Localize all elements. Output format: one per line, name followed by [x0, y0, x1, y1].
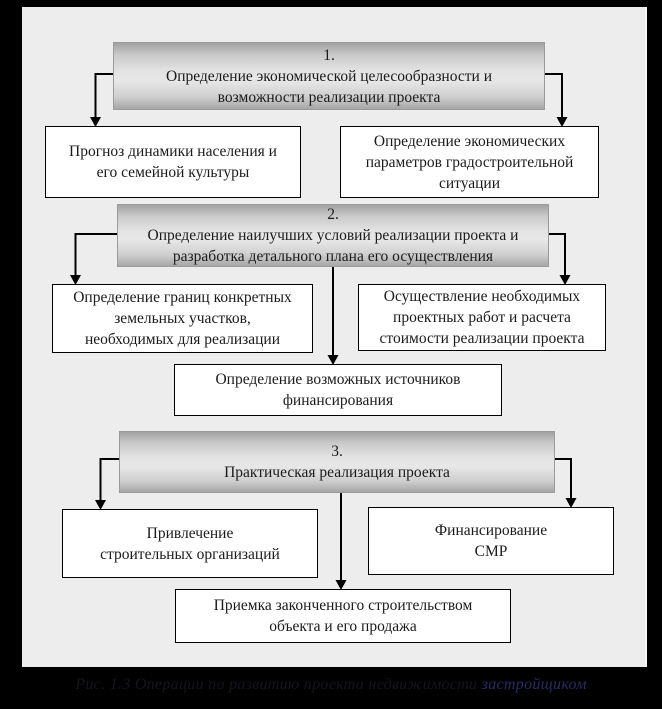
- task-text: Осуществление необходимых проектных рабо…: [379, 288, 585, 347]
- task-box-financing-sources: Определение возможных источников финанси…: [174, 364, 502, 416]
- task-box-economic-parameters: Определение экономических параметров гра…: [340, 126, 599, 198]
- caption-accent: застройщиком: [481, 676, 587, 693]
- caption-main: Рис. 1.3 Операции по развитию проекта не…: [75, 676, 482, 693]
- task-text: Приемка законченного строительством объе…: [213, 597, 473, 635]
- stage1-number: 1.: [323, 46, 335, 64]
- stage3-number: 3.: [331, 443, 343, 460]
- stage1-title: Определение экономической целесообразнос…: [166, 67, 492, 106]
- stage2-title: Определение наилучших условий реализации…: [147, 227, 519, 265]
- task-box-design-works: Осуществление необходимых проектных рабо…: [358, 284, 606, 351]
- task-text: Определение экономических параметров гра…: [365, 132, 574, 192]
- stage3-header-box: 3. Практическая реализация проекта: [119, 431, 555, 493]
- stage3-title: Практическая реализация проекта: [224, 464, 450, 481]
- stage2-header-box: 2. Определение наилучших условий реализа…: [117, 204, 549, 267]
- stage3-right-arrow: [553, 458, 577, 508]
- stage3-down-arrow: [335, 491, 347, 590]
- task-text: Определение возможных источников финанси…: [215, 371, 461, 409]
- stage2-number: 2.: [327, 206, 339, 223]
- stage1-left-arrow: [90, 73, 113, 127]
- figure-caption: Рис. 1.3 Операции по развитию проекта не…: [0, 676, 662, 694]
- stage2-down-arrow: [327, 265, 339, 365]
- stage3-left-arrow: [95, 458, 119, 510]
- task-box-smr-financing: Финансирование СМР: [368, 507, 614, 575]
- stage1-header-box: 1. Определение экономической целесообраз…: [113, 42, 545, 110]
- task-text: Прогноз динамики населения и его семейно…: [69, 143, 277, 181]
- stage2-left-arrow: [70, 233, 117, 285]
- task-box-acceptance-sale: Приемка законченного строительством объе…: [175, 589, 511, 643]
- stage1-right-arrow: [543, 73, 568, 127]
- task-text: Привлечение строительных организаций: [100, 524, 280, 563]
- task-box-land-boundaries: Определение границ конкретных земельных …: [52, 284, 313, 353]
- task-text: Финансирование СМР: [434, 522, 548, 560]
- stage2-right-arrow: [547, 233, 571, 285]
- task-box-contractors: Привлечение строительных организаций: [62, 509, 318, 578]
- task-box-population-forecast: Прогноз динамики населения и его семейно…: [45, 126, 301, 198]
- task-text: Определение границ конкретных земельных …: [73, 289, 292, 348]
